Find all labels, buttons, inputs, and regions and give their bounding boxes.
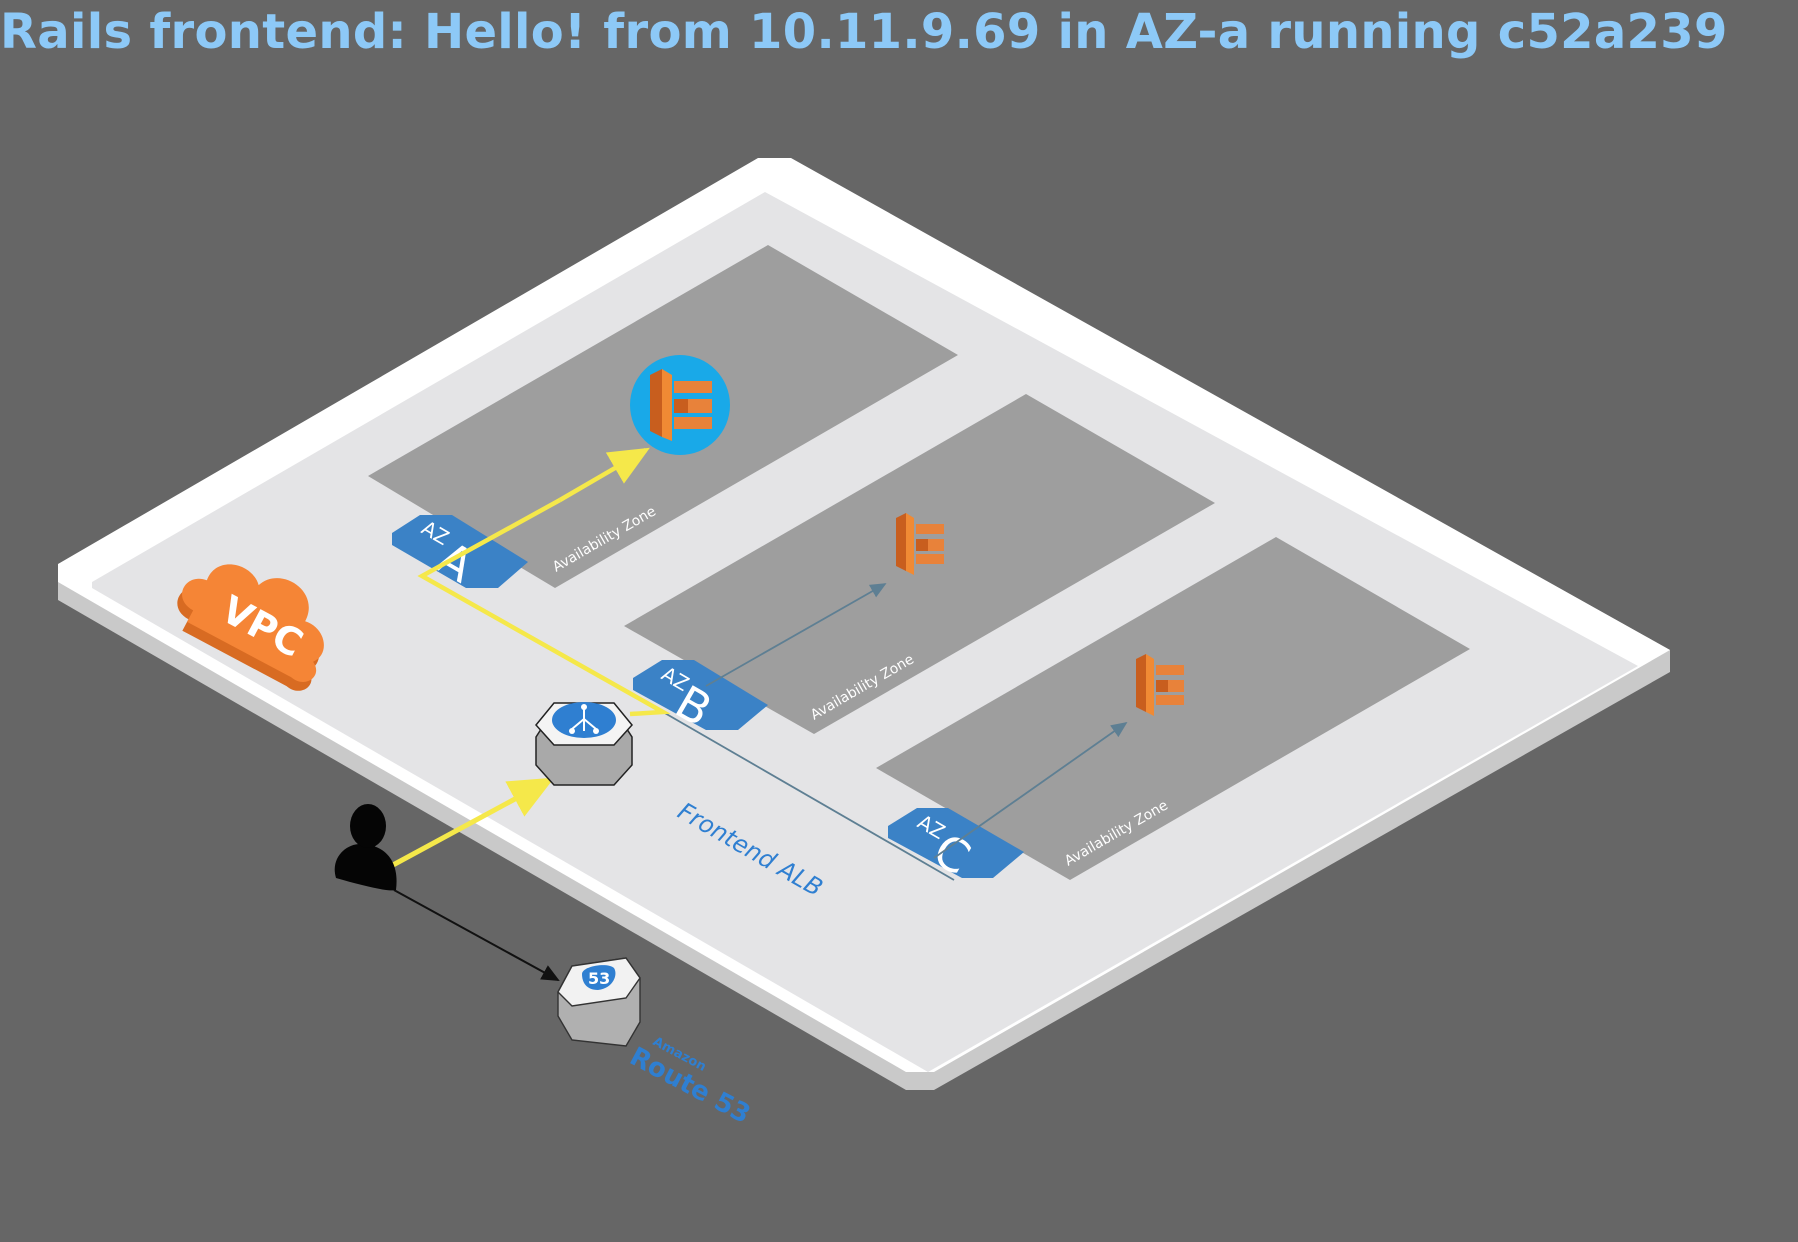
dns-route: [393, 889, 560, 981]
container-task-icon-a: [630, 355, 730, 455]
container-task-icon-c: [1136, 654, 1184, 716]
route53-icon: 53: [557, 957, 641, 1047]
user-icon: [334, 804, 397, 891]
inactive-routes: [662, 583, 1128, 881]
active-route: [391, 447, 671, 868]
container-task-icon-b: [896, 513, 944, 575]
az-tag-b: AZ B: [633, 660, 768, 737]
load-balancer-icon: [535, 702, 633, 786]
route53-badge: 53: [588, 969, 610, 988]
vpc-cloud-icon: VPC: [177, 564, 324, 691]
